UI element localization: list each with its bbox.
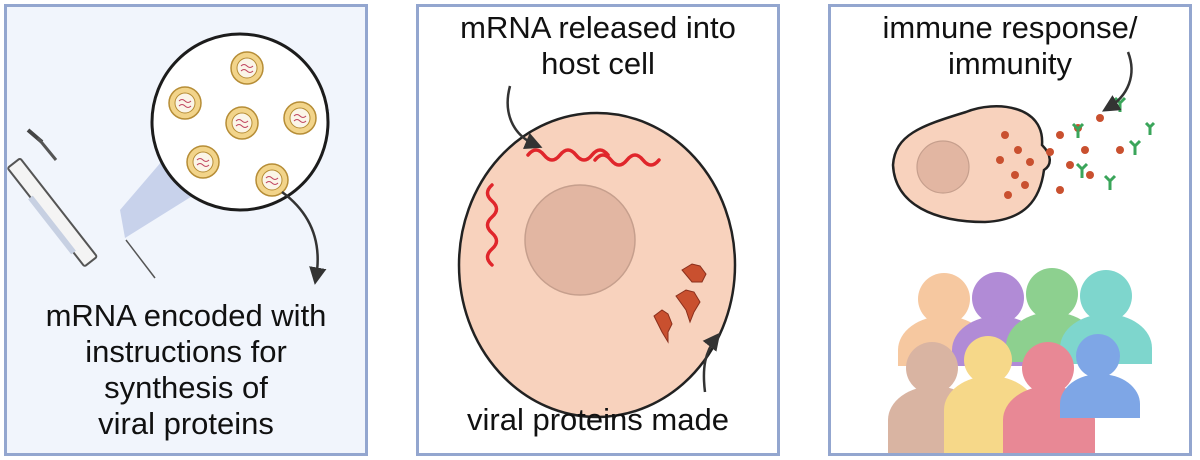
caption-panel-2-top: mRNA released into host cell [460,10,736,81]
cell-icon [457,111,737,419]
curved-arrow-icon [281,190,327,285]
viral-protein-icon [653,263,707,344]
panel-cell-translation [416,4,780,456]
lipid-nanoparticle-icon [168,51,317,197]
people-group-icon [888,268,1152,454]
caption-panel-2-bottom: viral proteins made [467,402,729,437]
mrna-strand-icon [485,148,661,267]
magnifier-circle-icon [150,32,330,212]
curved-arrow-icon [1101,51,1133,112]
curved-arrow-icon [702,332,721,393]
antibody-icon [1071,96,1156,190]
panel-immune-response [828,4,1192,456]
caption-panel-3-top: immune response/ immunity [882,10,1138,81]
curved-arrow-icon [506,85,543,150]
caption-panel-1: mRNA encoded with instructions for synth… [45,298,327,441]
